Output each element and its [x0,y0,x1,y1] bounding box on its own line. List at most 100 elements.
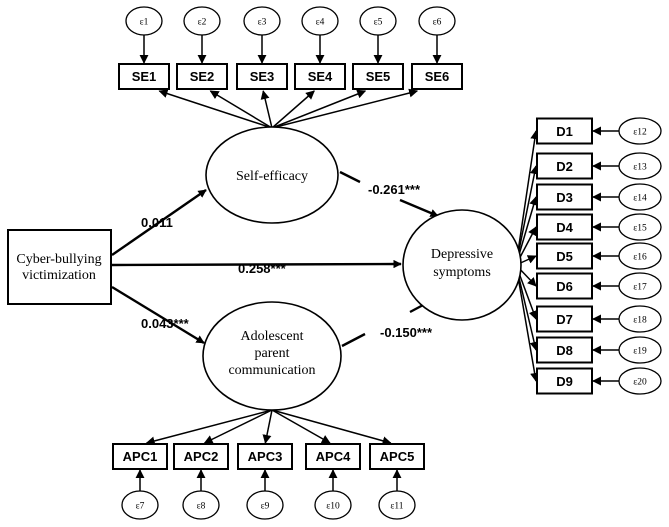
error-term [243,6,281,36]
error-label: ε7 [136,502,145,512]
error-term [182,490,220,520]
apc-indicator-box [237,443,293,470]
cyber-bullying-node: Cyber-bullying victimization [7,229,112,305]
se-indicator-label: SE4 [308,69,333,84]
error-label: ε9 [261,502,270,512]
se-indicator-box [118,63,170,90]
se-indicator-label: SE2 [190,69,215,84]
error-label: ε8 [197,502,206,512]
loading-arrow [271,409,392,446]
error-label: ε10 [326,502,340,512]
error-label: ε1 [140,18,149,28]
d-indicator-box [536,336,593,364]
d-indicator-label: D8 [556,343,573,358]
depressive-node: Depressive symptoms [402,209,522,321]
d-indicator-box [536,152,593,180]
loading-arrow [271,88,419,129]
error-label: ε2 [198,18,207,28]
error-label: ε4 [316,18,325,28]
error-label: ε16 [633,253,647,263]
apc-indicator-label: APC3 [248,449,283,464]
path-se-to-depressive [339,170,361,184]
error-term [618,152,662,180]
d-indicator-label: D6 [556,279,573,294]
d-indicator-label: D5 [556,249,573,264]
error-label: ε6 [433,18,442,28]
apc-indicator-box [173,443,229,470]
se-indicator-label: SE1 [132,69,157,84]
cyber-bullying-label-2: victimization [22,268,96,283]
coef-apc-dep: -0.150*** [380,325,433,340]
error-term [301,6,339,36]
loading-arrow [209,90,273,129]
d-indicator-label: D2 [556,159,573,174]
loading-arrow [515,165,539,266]
apc-label-1: Adolescent [241,329,304,344]
self-efficacy-label: Self-efficacy [236,169,308,184]
d-indicator-box [536,117,593,145]
loading-arrow [271,89,367,129]
error-label: ε17 [633,283,647,293]
loading-arrow [262,409,273,444]
error-label: ε11 [390,502,403,512]
loading-arrow [158,89,273,129]
apc-indicator-label: APC1 [123,449,158,464]
depressive-label-1: Depressive [431,247,493,262]
apc-label-2: parent [255,346,290,361]
coef-se-dep: -0.261*** [368,182,421,197]
error-term [618,117,662,145]
cyber-bullying-label-1: Cyber-bullying [16,252,101,267]
apc-indicator-label: APC2 [184,449,219,464]
loading-arrow [515,264,540,382]
se-indicator-box [236,63,288,90]
se-indicator-box [411,63,463,90]
error-term [418,6,456,36]
coef-cbv-dep: 0.258*** [238,261,287,276]
loading-arrow [260,90,273,129]
error-label: ε3 [258,18,267,28]
path-cbv-to-depressive [111,259,402,269]
d-indicator-box [536,242,593,270]
d-indicator-box [536,367,593,395]
error-label: ε19 [633,347,647,357]
error-term [378,490,416,520]
apc-indicator-box [305,443,361,470]
d-indicator-box [536,213,593,241]
error-term [618,272,662,300]
apc-indicator-label: APC5 [380,449,415,464]
d-indicator-label: D1 [556,124,573,139]
error-term [618,336,662,364]
error-label: ε13 [633,163,647,173]
se-indicator-label: SE6 [425,69,450,84]
d-indicator-label: D4 [556,220,573,235]
apc-indicator-box [112,443,168,470]
error-term [618,183,662,211]
error-term [125,6,163,36]
se-indicator-box [294,63,346,90]
d-indicator-label: D3 [556,190,573,205]
error-label: ε12 [633,128,647,138]
coef-cbv-apc: 0.043*** [141,316,190,331]
error-label: ε5 [374,18,383,28]
loading-arrow [515,130,540,266]
se-indicator-label: SE5 [366,69,391,84]
error-term [618,213,662,241]
apc-node: Adolescent parent communication [202,301,342,411]
coef-cbv-se: 0.011 [141,215,173,230]
path-cbv-to-self-efficacy [111,189,207,256]
se-indicator-box [352,63,404,90]
path-cbv-to-apc [111,285,205,345]
loading-arrow [271,409,331,444]
error-term [359,6,397,36]
error-term [618,242,662,270]
self-efficacy-node: Self-efficacy [205,126,339,224]
error-label: ε14 [633,194,647,204]
error-label: ε20 [633,378,647,388]
connector-lines [135,35,619,491]
error-term [618,305,662,333]
d-indicator-label: D9 [556,374,573,389]
depressive-label-2: symptoms [433,265,491,280]
